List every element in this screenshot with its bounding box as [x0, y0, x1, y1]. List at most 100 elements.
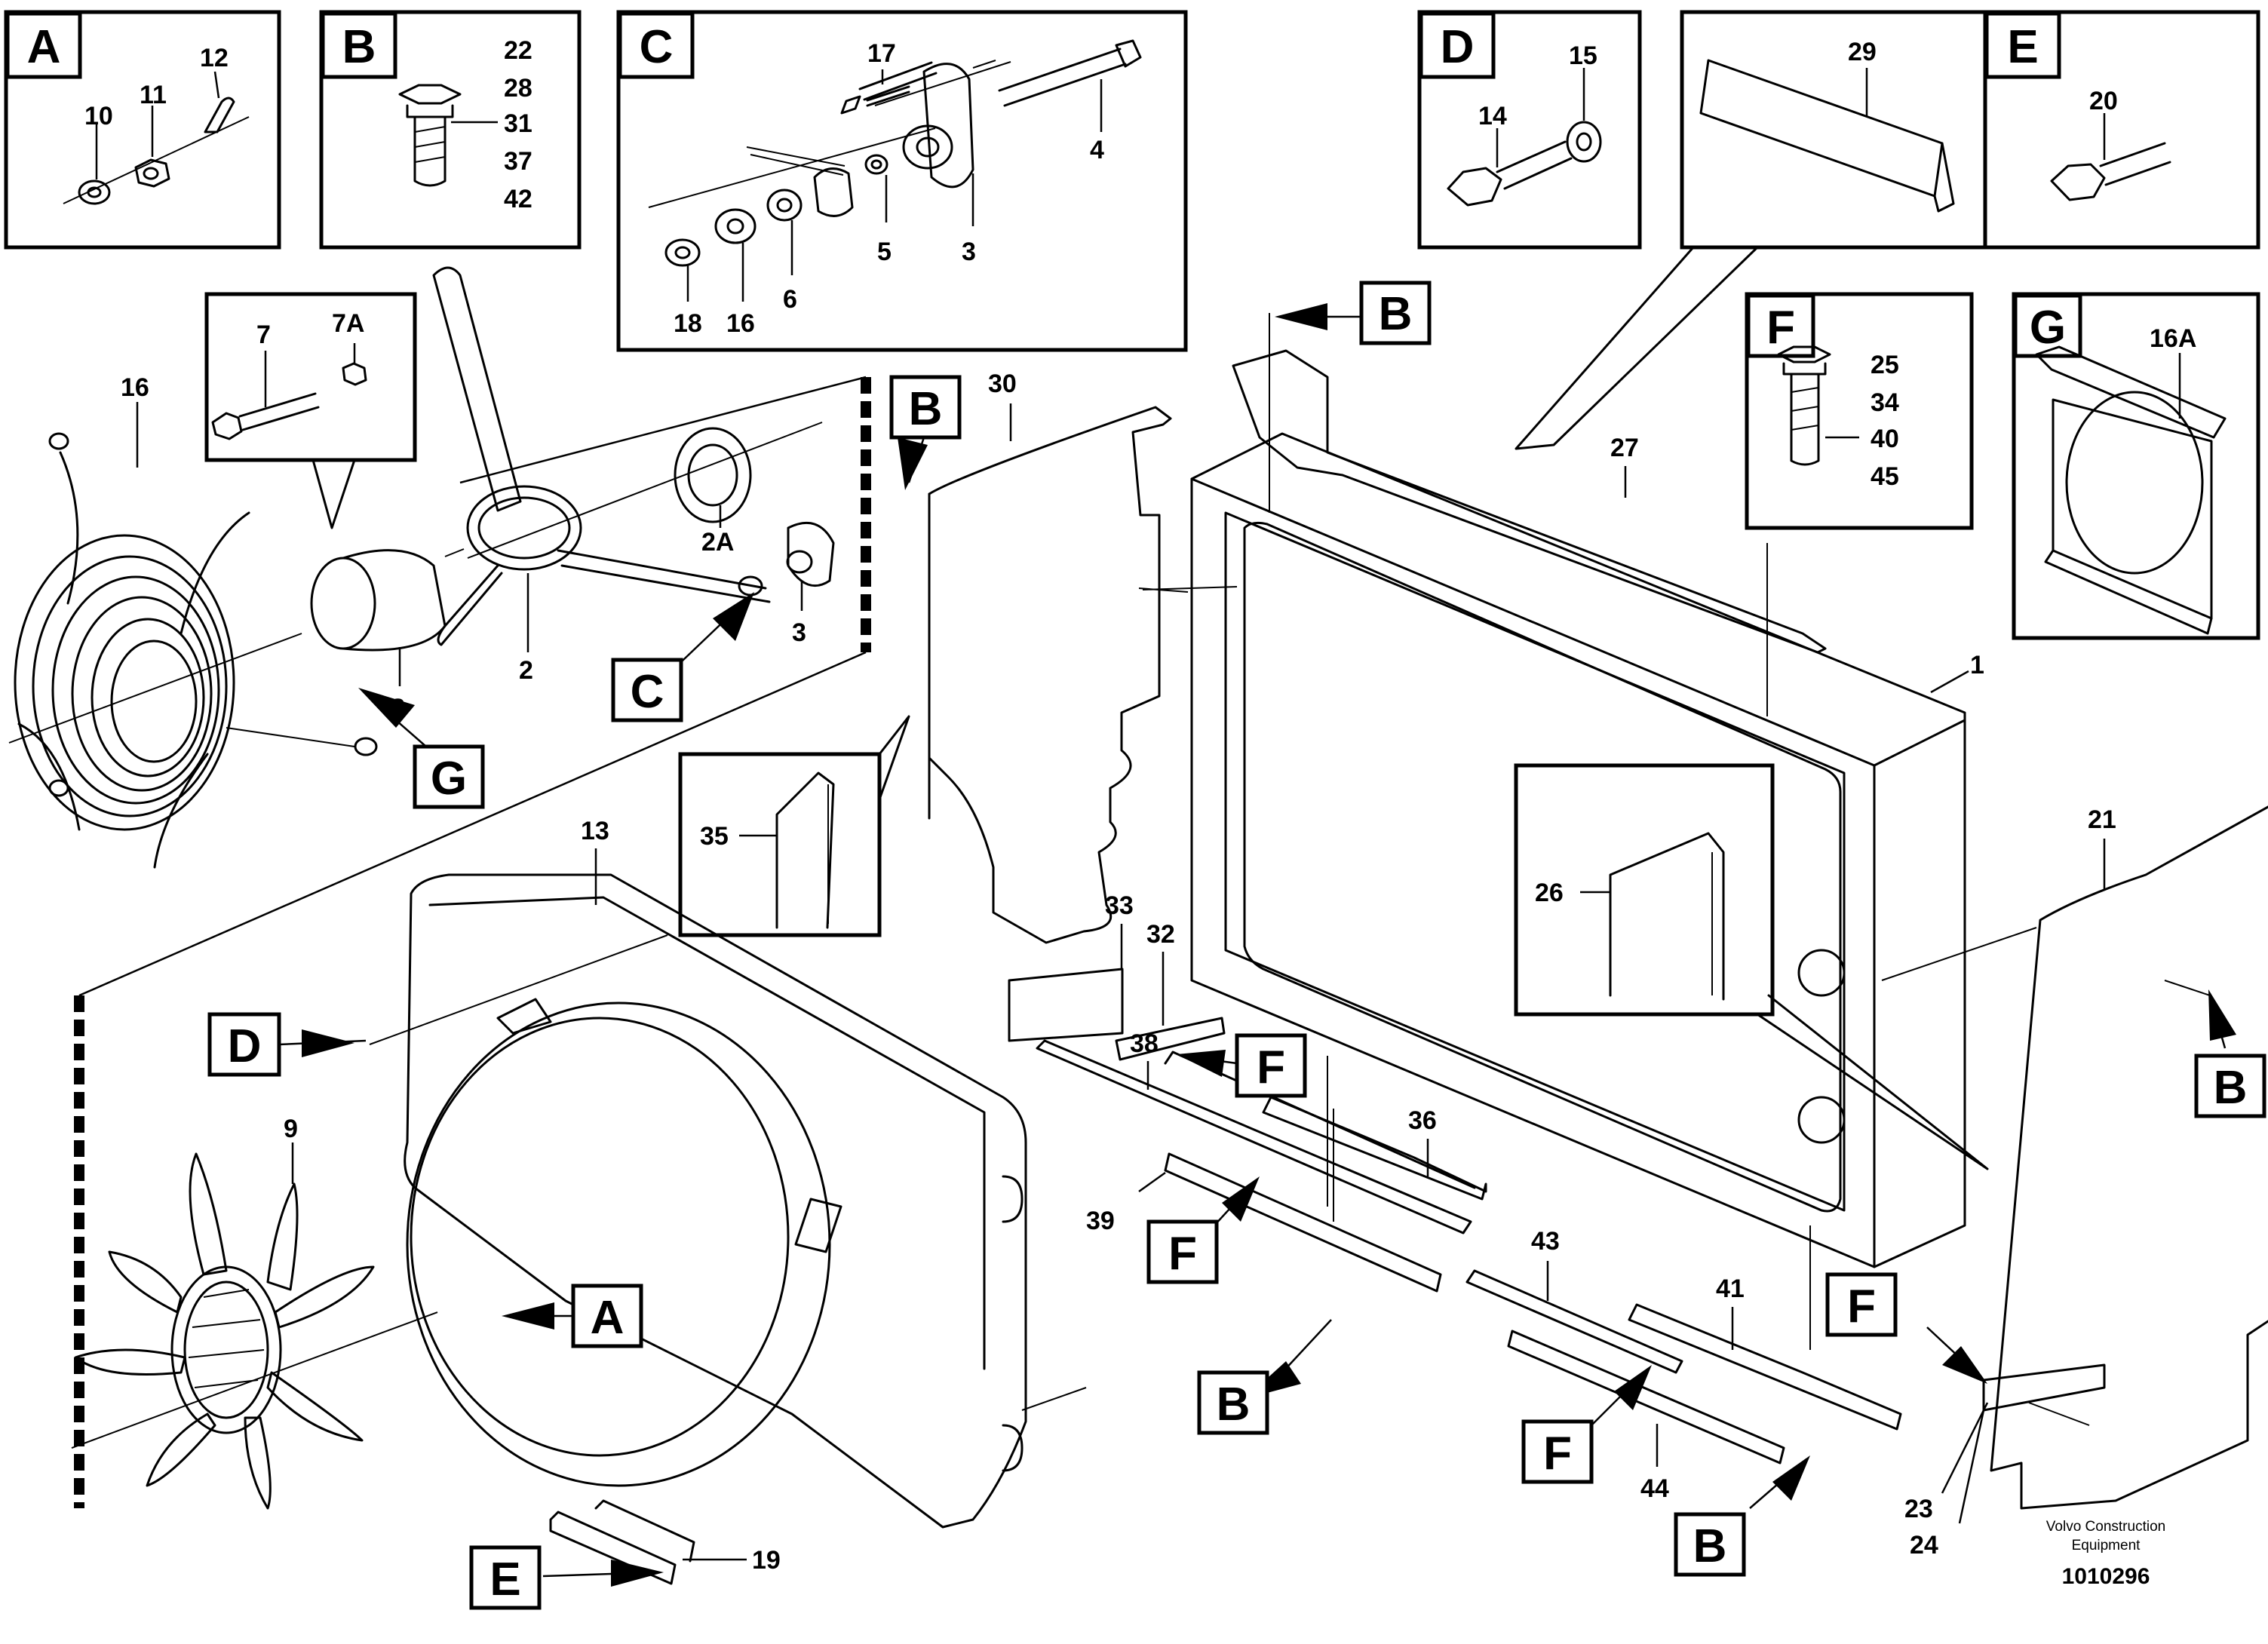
guard-lug-bottom	[48, 779, 69, 797]
label-11: 11	[140, 81, 167, 109]
fan-shroud-13: 13	[369, 817, 1087, 1529]
label-10: 10	[84, 102, 113, 130]
tag-c: C	[611, 592, 754, 722]
label-18: 18	[674, 309, 702, 338]
detail-7: 7 7A	[204, 292, 417, 529]
label-4: 4	[1090, 136, 1104, 164]
detail-35-pointer	[878, 715, 910, 801]
panel-c-letter: C	[640, 21, 674, 73]
tag-f-1: F	[1177, 1033, 1307, 1098]
panel-e: E 20	[1983, 10, 2260, 250]
seal-35-shape	[775, 771, 835, 929]
tag-b-side: B	[2194, 989, 2266, 1118]
label-28: 28	[504, 74, 532, 103]
tag-b-44: B	[1674, 1455, 1810, 1577]
tag-f-2-letter: F	[1168, 1228, 1197, 1280]
strips-43-41-44: 43 44 41	[1465, 1227, 1902, 1503]
panel-b: B 22 28 31 37 42	[319, 10, 582, 250]
washer-10-shape	[78, 179, 111, 205]
label-24: 24	[1910, 1531, 1938, 1560]
tag-b-shroud: B	[889, 375, 962, 490]
tag-b-39: B	[1197, 1319, 1332, 1435]
tag-a-1: A	[591, 1292, 625, 1344]
panel-a: A 10 11 12	[4, 10, 281, 250]
panel-f-letter: F	[1766, 302, 1795, 354]
credit-line-2: Equipment	[2072, 1538, 2141, 1554]
label-32: 32	[1146, 920, 1175, 949]
panel-b-letter: B	[342, 21, 376, 73]
radiator-1: 1	[1142, 432, 2037, 1350]
label-42: 42	[504, 185, 532, 213]
bracket-2-ring	[466, 485, 582, 571]
label-34: 34	[1871, 388, 1899, 417]
label-16-c: 16	[726, 309, 755, 338]
tag-f-4-letter: F	[1847, 1281, 1876, 1333]
strip-38-shape	[1036, 1039, 1472, 1235]
label-21: 21	[2088, 805, 2116, 834]
bolt-7-head	[211, 412, 243, 440]
tag-e-1: E	[490, 1554, 520, 1606]
label-43: 43	[1531, 1227, 1560, 1256]
panel-e-letter: E	[2007, 21, 2038, 73]
tag-f-1-letter: F	[1257, 1041, 1285, 1093]
fan-guard-16: 16	[8, 373, 378, 869]
flange-bolt-f	[1777, 345, 1831, 363]
label-35: 35	[700, 822, 729, 851]
label-12: 12	[200, 44, 229, 72]
seal-26-shape	[1609, 832, 1725, 1001]
rubber-mount-shape	[902, 124, 953, 170]
spacer-rod-shape	[858, 61, 938, 101]
washer-16-shape	[714, 208, 757, 244]
strip-39-shape	[1164, 1152, 1442, 1293]
tag-e: E	[469, 1545, 664, 1610]
tag-f-3: F	[1521, 1365, 1652, 1484]
credit-line-1: Volvo Construction	[2046, 1519, 2165, 1535]
spacer-6-shape	[766, 189, 803, 222]
motor-8-body	[342, 549, 447, 652]
bolt-14-shank	[1496, 140, 1573, 190]
side-panel-21-shape	[1990, 805, 2268, 1510]
label-30: 30	[988, 370, 1017, 398]
radiator-port-lower	[1797, 1096, 1846, 1144]
label-3-c: 3	[962, 238, 976, 266]
tag-c-1: C	[631, 666, 664, 718]
panel-c: C 17 4 5 3 18 16 6	[616, 10, 1188, 352]
strip-32-shape	[1115, 1017, 1226, 1061]
bracket-19: 19	[549, 1499, 781, 1585]
bolt-7-shank	[238, 392, 320, 431]
label-27: 27	[1610, 434, 1639, 462]
bolt-20-head	[2050, 163, 2106, 201]
bracket-19-shape	[549, 1511, 677, 1585]
label-16: 16	[121, 373, 149, 402]
detail-26: 26	[1514, 763, 1989, 1170]
motor-and-bracket: 8 2 2A 3	[310, 266, 835, 722]
side-panel-21: 21 23 24	[1904, 805, 2268, 1560]
detail-26-pointer	[1756, 994, 1989, 1170]
guard-lug-top	[48, 432, 69, 450]
tag-b-3: B	[1217, 1379, 1251, 1431]
document-number: 1010296	[2062, 1564, 2150, 1589]
footer-credit: Volvo Construction Equipment 1010296	[2046, 1519, 2165, 1589]
washer-5-shape	[864, 154, 888, 175]
detail-35: 35	[678, 715, 910, 937]
bracket-2-arm	[432, 266, 522, 512]
gasket-2a-shape	[674, 427, 752, 523]
label-3: 3	[792, 618, 806, 647]
shroud-ring-outer	[406, 1001, 831, 1487]
bolt-4-shape	[998, 48, 1127, 107]
tag-b-5: B	[2214, 1062, 2248, 1114]
shroud-panel-30	[928, 406, 1172, 944]
plates-33-32: 33 32	[1008, 891, 1226, 1061]
nut-11-shape	[134, 158, 170, 188]
tag-g-1: G	[431, 753, 467, 805]
panel-30: 30	[928, 370, 1189, 944]
label-25: 25	[1871, 351, 1899, 379]
top-plate-27-shape	[1232, 349, 1827, 654]
radiator-port-upper	[1797, 949, 1846, 997]
label-36: 36	[1408, 1106, 1437, 1135]
motor-8-face	[310, 557, 376, 650]
label-22: 22	[504, 36, 532, 65]
label-41: 41	[1716, 1274, 1745, 1303]
tag-d-1: D	[228, 1020, 262, 1072]
